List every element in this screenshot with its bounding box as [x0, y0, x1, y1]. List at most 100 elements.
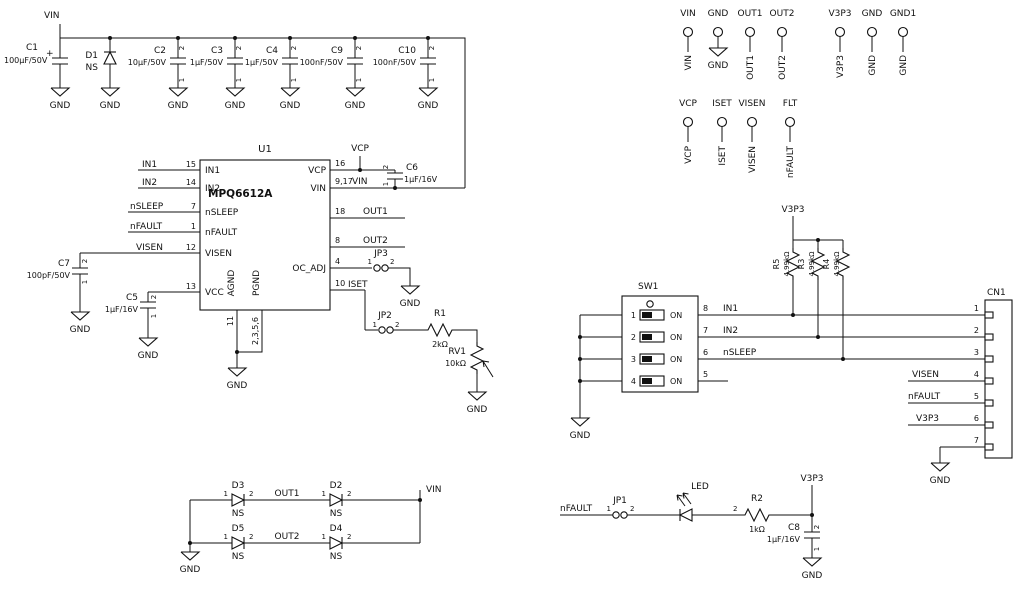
tp-net-label: VCP [684, 145, 694, 163]
testpoint-pad [682, 116, 694, 128]
u1-num-in1: 15 [186, 160, 196, 169]
r2-value: 1kΩ [749, 525, 765, 534]
jp2-ref: JP2 [377, 311, 392, 321]
sw1-pin5: 5 [703, 370, 708, 379]
pin-number: 1 [322, 533, 326, 541]
net-label-visen: VISEN [136, 243, 163, 253]
gnd-label: GND [280, 101, 301, 111]
u1-num-nsleep: 7 [191, 202, 196, 211]
net-label-v3p3: V3P3 [800, 474, 823, 484]
u1-ref: U1 [258, 144, 272, 155]
net-label-v3p3: V3P3 [916, 414, 939, 424]
capacitor-c5: C5 1µF/16V 2 1 GND [105, 293, 159, 361]
sw1-switch-2[interactable]: 2 ON [631, 331, 682, 343]
cn1-pin-num: 6 [974, 414, 979, 423]
pin-number: 2 [150, 295, 158, 299]
pin-number: 1 [150, 314, 158, 318]
gnd-symbol [570, 417, 590, 427]
testpoint-pad [746, 116, 758, 128]
led-emission-arrows [676, 492, 692, 507]
pin-number: 2 [178, 46, 186, 50]
sw1-pin7: 7 [703, 326, 708, 335]
gnd-label: GND [70, 325, 91, 335]
c10-ref: C10 [398, 46, 416, 56]
cn1-pin-num: 2 [974, 326, 979, 335]
gnd-label: GND [930, 476, 951, 486]
jumper-jp2: JP2 1 2 [373, 311, 399, 334]
pin-number: 1 [235, 78, 243, 82]
rv1-ref: RV1 [448, 347, 466, 357]
r2-ref: R2 [751, 494, 763, 504]
tp-label: GND [708, 9, 729, 19]
c2-value: 10µF/50V [128, 58, 167, 67]
c1-value: 100µF/50V [4, 56, 48, 65]
resistor-r5: R5 4.99kΩ [772, 247, 800, 281]
pin-number: 2 [390, 258, 394, 266]
u1-num-vcp: 16 [335, 159, 345, 168]
diode-d1: D1 NS GND [85, 51, 120, 111]
junction-dots-diodes [188, 498, 422, 545]
pin-number: 1 [178, 78, 186, 82]
sw1-switch-1[interactable]: 1 ON [631, 309, 682, 321]
u1-section: U1 MPQ6612A IN1 IN2 nSLEEP nFAULT VISEN … [27, 144, 494, 415]
gnd-label: GND [345, 101, 366, 111]
u1-part-name: MPQ6612A [208, 188, 273, 200]
sw1-switch-4[interactable]: 4 ON [631, 375, 682, 387]
u1-right-wires [330, 156, 478, 392]
c4-value: 1µF/50V [245, 58, 279, 67]
pin-number: 2 [347, 533, 351, 541]
sw1-pos-label: 1 [631, 311, 636, 320]
r5-ref: R5 [772, 259, 781, 270]
testpoint-pad [776, 26, 788, 38]
testpoint-pad [716, 116, 728, 128]
capacitor-c2: C2 10µF/50V 2 1 GND [128, 46, 189, 111]
testpoint-pad [744, 26, 756, 38]
net-label-nfault: nFAULT [908, 392, 941, 402]
gnd-symbol [280, 87, 300, 97]
tp-label: VIN [680, 9, 696, 19]
u1-num-out1: 18 [335, 207, 345, 216]
vin-supply-label: VIN [44, 11, 60, 21]
r1-value: 2kΩ [432, 340, 448, 349]
resistor-r2: R2 1kΩ [740, 494, 774, 534]
u1-pin-nsleep: nSLEEP [205, 208, 239, 218]
u1-pin-ocadj: OC_ADJ [292, 264, 326, 274]
gnd-label: GND [50, 101, 71, 111]
u1-num-vin: 9,17 [335, 177, 353, 186]
junction-dot [816, 238, 820, 242]
net-label-v3p3: V3P3 [781, 205, 804, 215]
sw1-orientation-mark [646, 300, 654, 308]
r5-value: 4.99kΩ [783, 251, 791, 277]
capacitor-c3: C3 1µF/50V 2 1 GND [190, 46, 246, 111]
diode-d4: D4 NS 1 2 [322, 524, 352, 562]
u1-pin-in2: IN2 [205, 184, 220, 194]
u1-num-visen: 12 [186, 243, 196, 252]
cn1-pin-num: 7 [974, 436, 979, 445]
c8-ref: C8 [788, 523, 800, 533]
pin-number: 1 [290, 78, 298, 82]
c2-ref: C2 [154, 46, 166, 56]
pin-number: 1 [224, 490, 228, 498]
testpoint-leads [687, 36, 904, 142]
net-label-nsleep: nSLEEP [130, 202, 164, 212]
u1-body [199, 159, 331, 311]
gnd-symbol [100, 87, 120, 97]
gnd-label: GND [418, 101, 439, 111]
power-rail-wires [59, 24, 466, 188]
sw1-switch-3[interactable]: 3 ON [631, 353, 682, 365]
net-label-visen: VISEN [912, 370, 939, 380]
tp-label: OUT2 [770, 9, 795, 19]
u1-pin-in1: IN1 [205, 166, 220, 176]
jp1-ref: JP1 [612, 496, 627, 506]
gnd-symbol [708, 47, 728, 57]
flyback-diodes-section: D3 NS 1 2 OUT1 D2 NS 1 2 D5 NS 1 2 OUT2 … [180, 481, 442, 575]
cn1-pin-num: 5 [974, 392, 979, 401]
cn1-wires [908, 380, 985, 463]
potentiometer-rv1: RV1 10kΩ GND [445, 341, 494, 415]
net-label-nsleep: nSLEEP [723, 348, 757, 358]
pin-number: 1 [382, 182, 390, 186]
sw1-pin8: 8 [703, 304, 708, 313]
d3-ref: D3 [232, 481, 245, 491]
tp-label: FLT [783, 99, 798, 109]
junction-dots-u1 [235, 168, 397, 354]
